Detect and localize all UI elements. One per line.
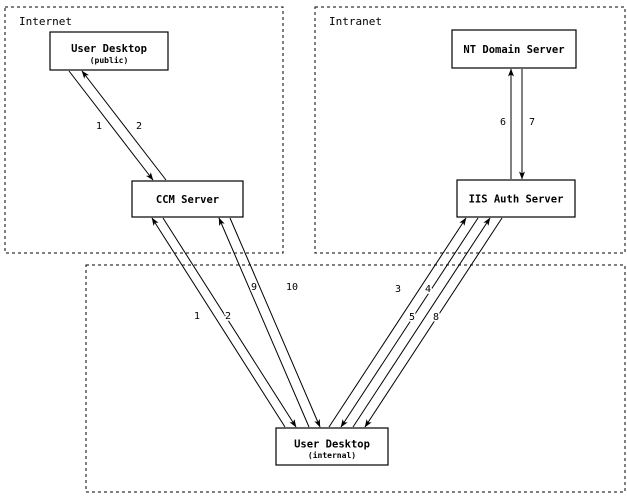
flow-label-halo-2: 2	[136, 121, 142, 132]
flow-label-halo-8: 8	[433, 312, 439, 323]
flow-arrow-10-ccm-server-to-user-desktop-internal	[229, 217, 321, 428]
node-box-user-desktop-public[interactable]	[49, 31, 169, 71]
flow-label-halo-7: 7	[529, 117, 535, 128]
node-subtitle-user-desktop-internal: (internal)	[308, 450, 356, 460]
flow-label-halo-6: 6	[500, 117, 506, 128]
node-box-ccm-server[interactable]	[131, 180, 244, 218]
flow-step-label-flow-6: 6	[500, 117, 506, 128]
node-title-ccm-server: CCM Server	[156, 194, 219, 206]
zone-intranet: Intranet	[314, 6, 626, 254]
flow-step-label-flow-5: 5	[409, 312, 415, 323]
node-title-iis-auth-server: IIS Auth Server	[469, 194, 564, 206]
flow-arrow-2-ccm-server-to-user-desktop-internal	[162, 217, 297, 428]
flow-step-label-flow-1-internal: 1	[194, 311, 200, 322]
flow-label-halo-9: 9	[251, 282, 257, 293]
flow-arrow-8-iis-auth-server-to-user-desktop-internal	[364, 217, 503, 428]
node-iis-auth-server[interactable]: IIS Auth Server	[456, 179, 576, 218]
flow-label-halo-2: 2	[225, 311, 231, 322]
flows-layer	[68, 68, 525, 428]
flow-step-label-flow-9: 9	[251, 282, 257, 293]
flow-step-label-flow-4: 4	[425, 284, 431, 295]
flow-label-halo-4: 4	[425, 284, 431, 295]
zone-boundary-internal	[85, 264, 626, 493]
zone-boundary-internet	[4, 6, 284, 254]
node-title-user-desktop-public: User Desktop	[71, 43, 147, 55]
node-user-desktop-public[interactable]: User Desktop(public)	[49, 31, 169, 71]
node-subtitle-user-desktop-public: (public)	[90, 55, 129, 65]
flow-arrow-1-user-desktop-internal-to-ccm-server	[151, 217, 286, 428]
flow-label-halo-10: 10	[286, 282, 298, 293]
flow-arrow-1-user-desktop-public-to-ccm-server	[68, 70, 154, 181]
node-box-iis-auth-server[interactable]	[456, 179, 576, 218]
flow-step-label-flow-1-public: 1	[96, 121, 102, 132]
flow-label-halo-3: 3	[395, 284, 401, 295]
flow-arrow-2-ccm-server-to-user-desktop-public	[81, 70, 167, 181]
zone-label-internet: Internet	[19, 15, 72, 28]
flow-arrow-3-user-desktop-internal-to-iis-auth-server	[328, 217, 467, 428]
node-user-desktop-internal[interactable]: User Desktop(internal)	[275, 427, 389, 466]
node-box-nt-domain-server[interactable]	[451, 29, 577, 69]
flow-step-label-flow-7: 7	[529, 117, 535, 128]
flow-arrow-9-user-desktop-internal-to-ccm-server	[218, 217, 310, 428]
zone-internet: Internet	[4, 6, 284, 254]
flow-arrow-4-iis-auth-server-to-user-desktop-internal	[340, 217, 479, 428]
zone-internal	[85, 264, 626, 493]
zone-label-intranet: Intranet	[329, 15, 382, 28]
flow-step-label-flow-8: 8	[433, 312, 439, 323]
flow-label-halo-5: 5	[409, 312, 415, 323]
node-ccm-server[interactable]: CCM Server	[131, 180, 244, 218]
zones-layer: Internet Intranet	[4, 6, 626, 493]
node-nt-domain-server[interactable]: NT Domain Server	[451, 29, 577, 69]
flow-step-label-flow-2-public: 2	[136, 121, 142, 132]
flow-label-halo-1: 1	[96, 121, 102, 132]
node-box-user-desktop-internal[interactable]	[275, 427, 389, 466]
flow-step-label-flow-10: 10	[286, 282, 298, 293]
flow-step-label-flow-2-internal: 2	[225, 311, 231, 322]
node-title-nt-domain-server: NT Domain Server	[463, 44, 564, 56]
flow-step-label-flow-3: 3	[395, 284, 401, 295]
flow-label-halo-1: 1	[194, 311, 200, 322]
zone-boundary-intranet	[314, 6, 626, 254]
node-title-user-desktop-internal: User Desktop	[294, 439, 370, 451]
flow-arrow-5-user-desktop-internal-to-iis-auth-server	[352, 217, 491, 428]
